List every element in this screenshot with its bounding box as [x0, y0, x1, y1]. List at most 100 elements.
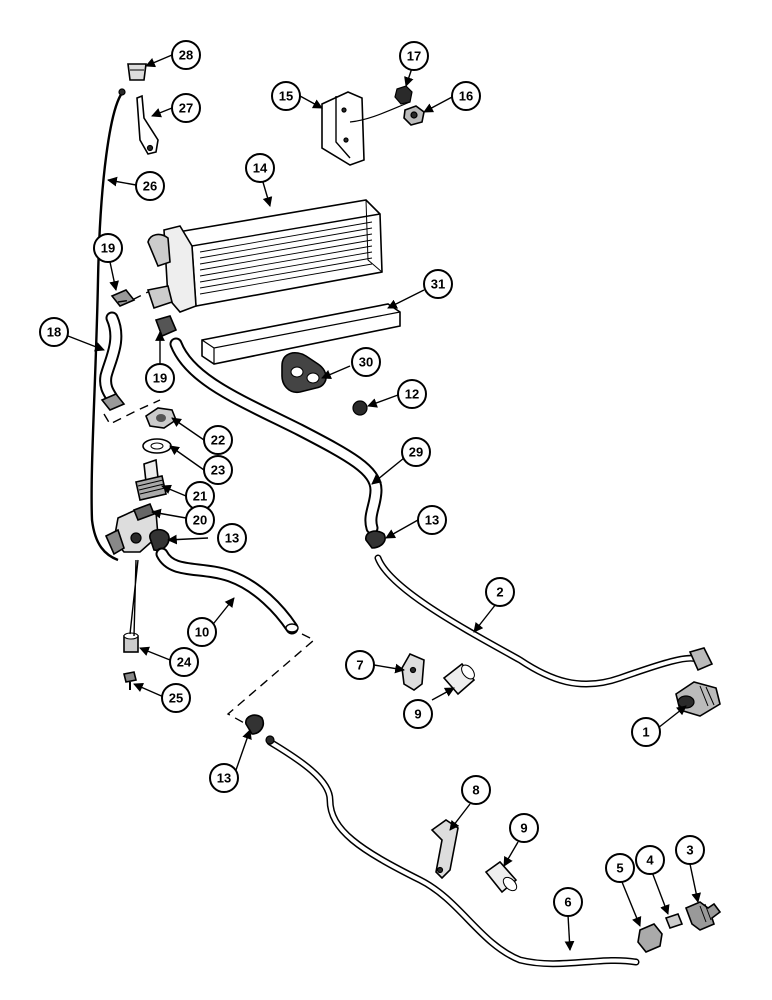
svg-text:28: 28: [179, 48, 193, 63]
clamp-19-lower: [100, 393, 126, 411]
callout-2: 2: [485, 577, 515, 607]
svg-text:19: 19: [101, 241, 115, 256]
svg-text:9: 9: [520, 821, 527, 836]
hose-10: [155, 547, 299, 635]
nut-5: [637, 923, 663, 953]
svg-text:25: 25: [169, 691, 183, 706]
clamp-13-valve: [149, 528, 170, 552]
clip-7: [401, 652, 425, 691]
callout-15: 15: [271, 81, 301, 111]
callout-12: 12: [397, 379, 427, 409]
bracket-8: [430, 819, 459, 880]
callout-13-mid: 13: [417, 505, 447, 535]
connector-3: [684, 901, 722, 931]
ferrule-4: [664, 913, 684, 929]
valve-body: [104, 502, 159, 556]
svg-text:14: 14: [253, 161, 268, 176]
callout-19-upper: 19: [93, 233, 123, 263]
washer-23: [142, 438, 172, 454]
callout-14: 14: [245, 153, 275, 183]
svg-text:6: 6: [564, 895, 571, 910]
pipe-2: [374, 554, 702, 688]
callout-23: 23: [203, 455, 233, 485]
fitting-21: [135, 458, 167, 501]
heater-core: [146, 199, 383, 338]
svg-text:17: 17: [407, 49, 421, 64]
callout-20: 20: [185, 505, 215, 535]
callout-30: 30: [351, 347, 381, 377]
svg-text:9: 9: [414, 707, 421, 722]
cable-rod-end: [118, 88, 126, 96]
svg-text:22: 22: [211, 433, 225, 448]
svg-text:30: 30: [359, 355, 373, 370]
callout-4: 4: [635, 845, 665, 875]
callout-5: 5: [605, 853, 635, 883]
svg-text:2: 2: [496, 585, 503, 600]
svg-text:8: 8: [472, 783, 479, 798]
callout-27: 27: [171, 93, 201, 123]
svg-text:13: 13: [217, 771, 231, 786]
callout-29: 29: [401, 437, 431, 467]
callout-9-lower: 9: [509, 813, 539, 843]
svg-text:13: 13: [225, 531, 239, 546]
callout-16: 16: [451, 81, 481, 111]
svg-text:3: 3: [686, 843, 693, 858]
callout-28: 28: [171, 40, 201, 70]
mounting-bracket: [321, 91, 365, 166]
svg-text:31: 31: [431, 277, 445, 292]
svg-text:24: 24: [177, 655, 192, 670]
nut-17: [394, 85, 413, 105]
callout-13-valve: 13: [217, 523, 247, 553]
svg-text:23: 23: [211, 463, 225, 478]
svg-text:13: 13: [425, 513, 439, 528]
callout-3: 3: [675, 835, 705, 865]
svg-text:4: 4: [646, 853, 654, 868]
sleeve-9-lower: [484, 860, 518, 894]
callout-7: 7: [345, 650, 375, 680]
hose-29: [169, 337, 383, 535]
callout-10: 10: [187, 617, 217, 647]
knob-part: [127, 63, 147, 81]
svg-text:26: 26: [143, 179, 157, 194]
callout-22: 22: [203, 425, 233, 455]
svg-text:10: 10: [195, 625, 209, 640]
callout-31: 31: [423, 269, 453, 299]
svg-text:21: 21: [193, 489, 207, 504]
svg-text:19: 19: [153, 371, 167, 386]
callout-8: 8: [461, 775, 491, 805]
hose-18: [99, 311, 123, 405]
svg-text:15: 15: [279, 89, 293, 104]
svg-text:27: 27: [179, 101, 193, 116]
svg-text:5: 5: [616, 861, 623, 876]
svg-text:16: 16: [459, 89, 473, 104]
cable-rod: [90, 92, 124, 562]
pipe-6: [266, 738, 640, 968]
callout-9-upper: 9: [403, 699, 433, 729]
svg-text:29: 29: [409, 445, 423, 460]
svg-text:1: 1: [642, 725, 649, 740]
callout-19-lower: 19: [145, 363, 175, 393]
elbow-fitting: [675, 681, 721, 717]
callout-6: 6: [553, 887, 583, 917]
clamp-13-mid: [365, 530, 386, 549]
bushing-24: [123, 632, 139, 653]
svg-text:7: 7: [356, 658, 363, 673]
callout-1: 1: [631, 717, 661, 747]
screw-25: [123, 671, 137, 690]
callout-17: 17: [399, 41, 429, 71]
callout-26: 26: [135, 171, 165, 201]
svg-text:12: 12: [405, 387, 419, 402]
callout-18: 18: [39, 317, 69, 347]
svg-text:20: 20: [193, 513, 207, 528]
sleeve-9-upper: [442, 662, 476, 696]
callout-13-lower: 13: [209, 763, 239, 793]
plug-12: [352, 400, 368, 416]
grommet: [281, 352, 327, 394]
svg-text:18: 18: [47, 325, 61, 340]
clamp-13-lower: [245, 714, 265, 735]
clamp-19-upper: [110, 289, 136, 307]
callout-25: 25: [161, 683, 191, 713]
callout-24: 24: [169, 647, 199, 677]
small-bracket: [136, 94, 159, 155]
